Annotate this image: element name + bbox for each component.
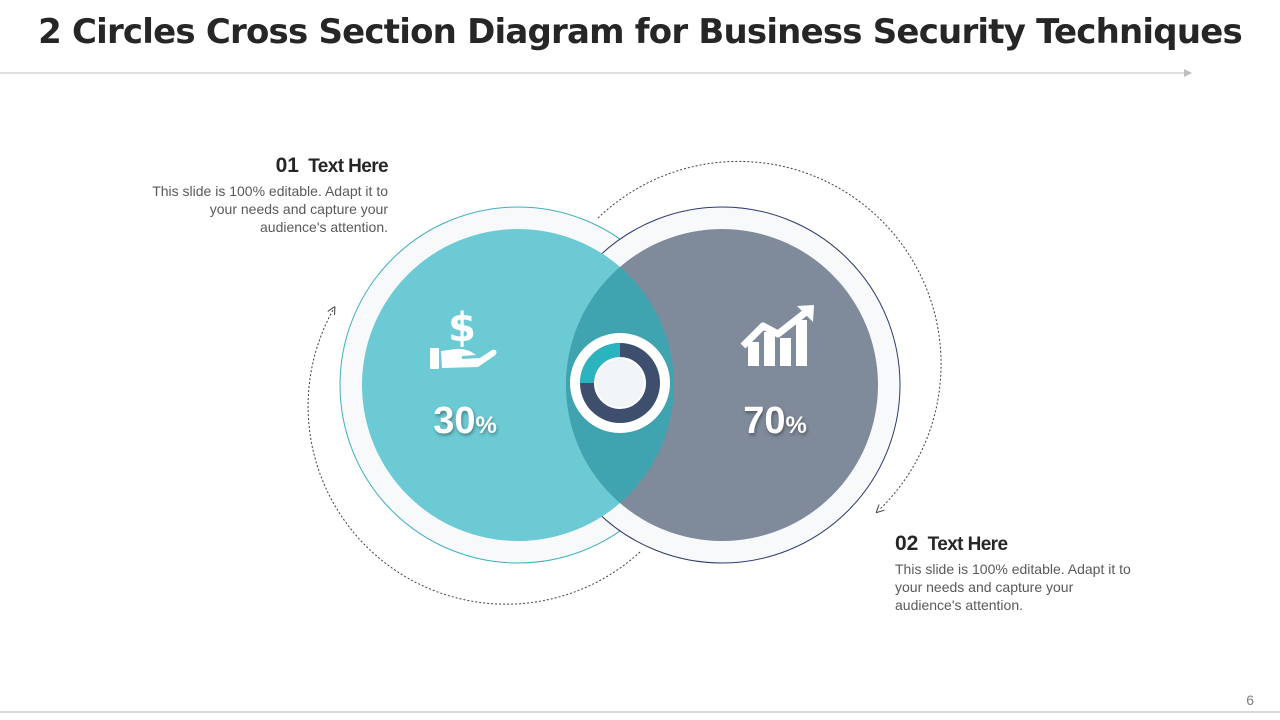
title-divider — [0, 69, 1192, 77]
percent-right: 70% — [705, 400, 845, 443]
right-orbit-arrow — [597, 160, 942, 510]
text-block-02-number: 02 — [895, 532, 919, 555]
text-block-02-title: Text Here — [927, 534, 1008, 555]
donut-chart-icon — [570, 333, 670, 433]
left-orbit-arrow — [307, 310, 641, 605]
percent-left: 30% — [395, 400, 535, 443]
footer-divider — [0, 711, 1280, 713]
text-block-02-heading: 02 Text Here — [895, 532, 1140, 556]
percent-right-value: 70 — [743, 400, 786, 442]
growth-chart-icon — [740, 305, 814, 366]
svg-text:$: $ — [448, 305, 476, 351]
text-block-02-body: This slide is 100% editable. Adapt it to… — [895, 561, 1131, 613]
overlap-region — [566, 229, 674, 541]
text-block-01-title: Text Here — [308, 156, 388, 177]
text-block-01: 01 Text Here This slide is 100% editable… — [150, 154, 388, 236]
text-block-01-heading: 01 Text Here — [150, 154, 389, 178]
percent-left-value: 30 — [433, 400, 476, 442]
percent-right-unit: % — [785, 412, 807, 439]
dollar-hand-icon: $ — [430, 305, 497, 369]
slide-title: 2 Circles Cross Section Diagram for Busi… — [38, 12, 1243, 52]
text-block-02: 02 Text Here This slide is 100% editable… — [895, 532, 1140, 614]
percent-left-unit: % — [475, 412, 497, 439]
page-number: 6 — [1246, 692, 1254, 708]
text-block-01-number: 01 — [275, 154, 299, 177]
text-block-01-body: This slide is 100% editable. Adapt it to… — [152, 183, 388, 235]
